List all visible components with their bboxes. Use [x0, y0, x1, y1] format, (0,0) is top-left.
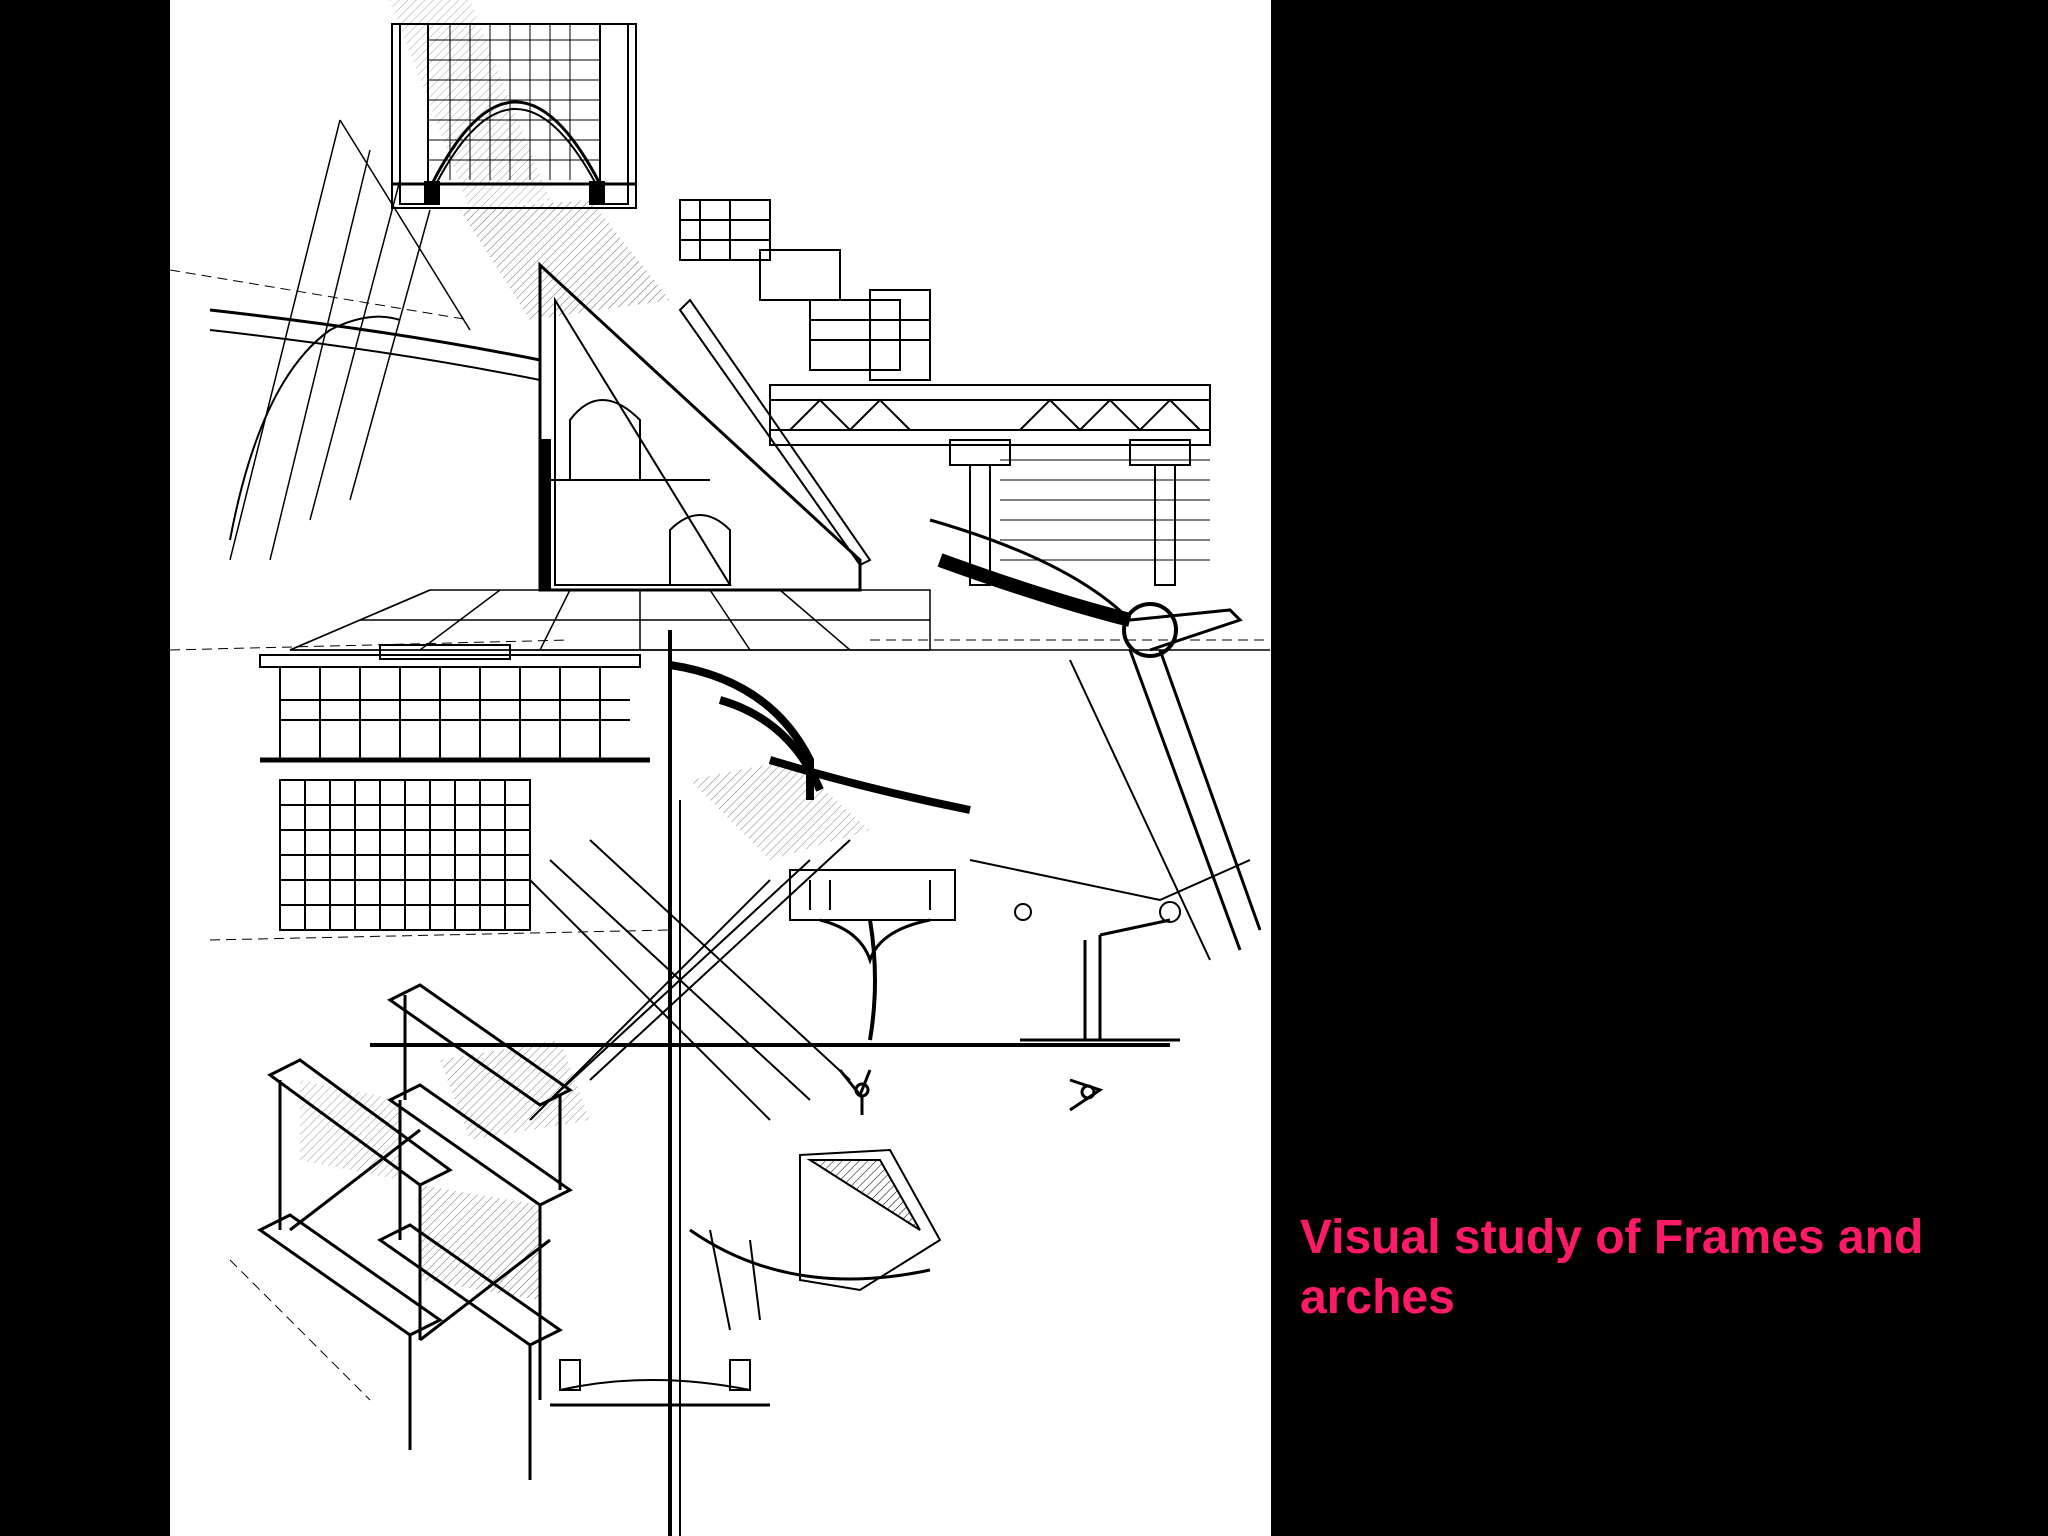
slide-caption: Visual study of Frames and arches	[1300, 1211, 1924, 1324]
frames-and-arches-sketch	[170, 0, 1270, 1536]
architectural-drawing-image	[170, 0, 1271, 1536]
